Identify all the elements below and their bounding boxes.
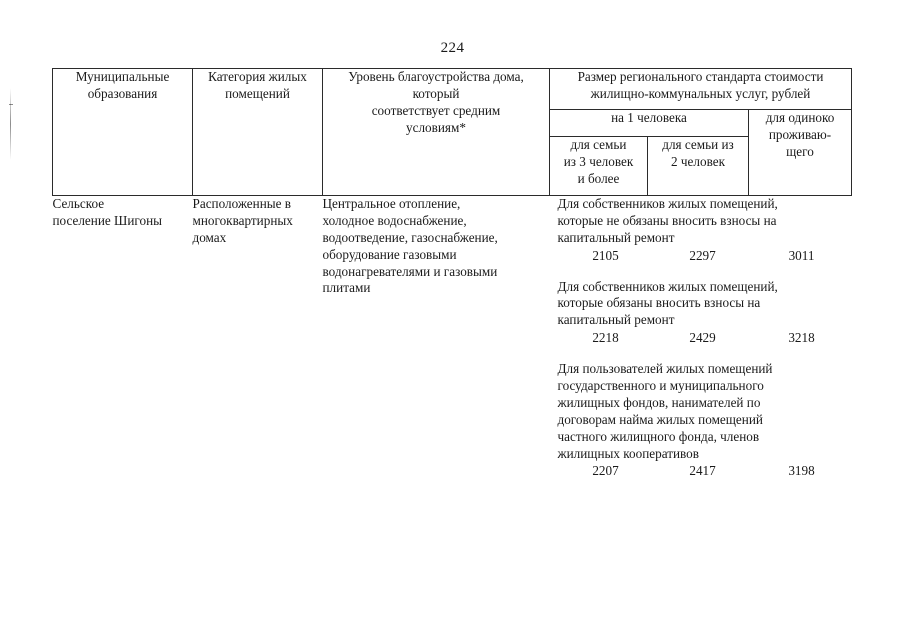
cost-group-values: 2105 2297 3011	[558, 248, 852, 265]
value-single-resident: 3218	[788, 330, 815, 346]
value-family-of-2: 2297	[689, 247, 716, 263]
cost-group-title: Для пользователей жилых помещений госуда…	[557, 361, 773, 461]
value-family-of-2: 2429	[689, 330, 716, 346]
table-header-row-1: Муниципальные образования Категория жилы…	[52, 68, 852, 196]
value-family-of-3-or-more: 2207	[592, 463, 619, 479]
header-family-of-2: для семьи из 2 человек	[647, 136, 749, 196]
scan-edge-artifact	[10, 88, 11, 160]
page-number: 224	[440, 40, 465, 56]
cost-group-title: Для собственников жилых помещений, котор…	[557, 196, 778, 245]
scan-tick-artifact	[9, 104, 13, 105]
value-family-of-2: 2417	[689, 463, 716, 479]
table-header-row-2: на 1 человека для одиноко проживаю- щего	[53, 109, 852, 196]
table-header-row-3: для семьи из 3 человек и более для семьи…	[53, 136, 852, 196]
value-family-of-3-or-more: 2218	[592, 330, 619, 346]
cell-category: Расположенные в многоквартирных домах	[192, 195, 323, 481]
cost-group: Для пользователей жилых помещений госуда…	[558, 361, 852, 480]
header-amenities: Уровень благоустройства дома, который со…	[322, 68, 550, 196]
value-family-of-3-or-more: 2105	[592, 247, 619, 263]
cost-group-values: 2218 2429 3218	[558, 330, 852, 347]
header-municipality: Муниципальные образования	[52, 68, 193, 196]
cost-group: Для собственников жилых помещений, котор…	[558, 196, 852, 265]
header-standard-cost: Размер регионального стандарта стоимости…	[549, 68, 852, 110]
value-single-resident: 3198	[788, 463, 815, 479]
header-category: Категория жилых помещений	[192, 68, 323, 196]
table-row: Сельское поселение Шигоны Расположенные …	[52, 195, 852, 481]
cost-group: Для собственников жилых помещений, котор…	[558, 279, 852, 348]
cost-group-title: Для собственников жилых помещений, котор…	[557, 278, 778, 328]
header-per-person: на 1 человека	[549, 109, 749, 137]
cost-group-values: 2207 2417 3198	[558, 463, 852, 480]
value-single-resident: 3011	[788, 247, 815, 263]
regional-standard-table: Муниципальные образования Категория жилы…	[52, 68, 852, 481]
header-single-resident: для одиноко проживаю- щего	[748, 109, 852, 196]
cell-amenities: Центральное отопление, холодное водоснаб…	[322, 195, 550, 481]
cell-municipality: Сельское поселение Шигоны	[52, 195, 193, 481]
cell-cost-groups: Для собственников жилых помещений, котор…	[549, 195, 852, 481]
header-family-of-3-or-more: для семьи из 3 человек и более	[549, 136, 648, 196]
